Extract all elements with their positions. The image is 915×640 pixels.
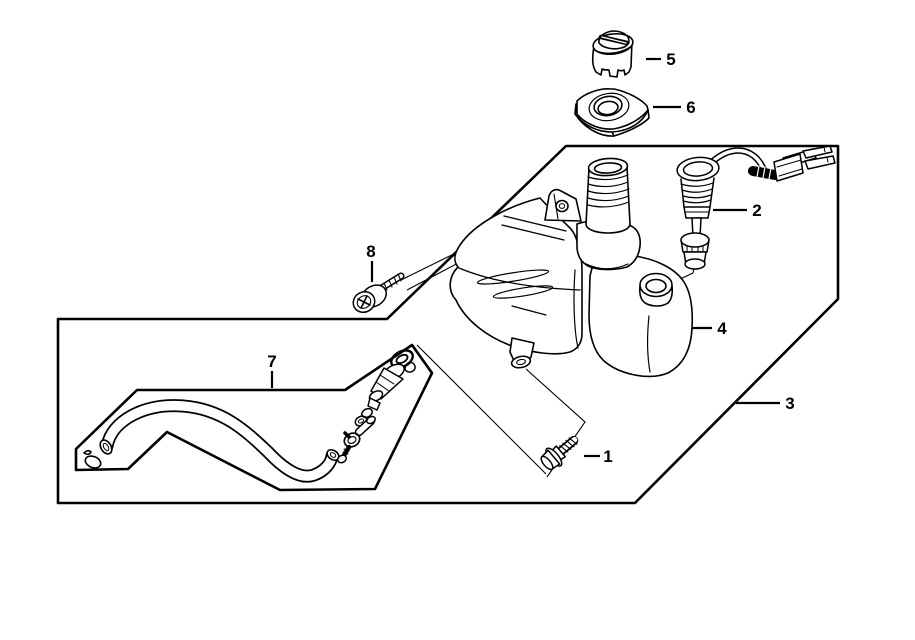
connector-body-lines	[776, 159, 803, 177]
hose-end-left	[99, 439, 113, 455]
callout-8: 8	[366, 242, 375, 261]
hose-end-left-hole	[102, 442, 110, 452]
oil-level-sensor-part	[676, 145, 836, 270]
float-top	[680, 232, 710, 248]
hose-kit-boundary	[74, 343, 434, 492]
tank-right-lobe	[588, 253, 694, 378]
sensor-ribs	[680, 182, 714, 204]
callout-2: 2	[752, 201, 761, 220]
spout-opening	[516, 358, 526, 366]
sensor-cable-inner	[709, 148, 766, 172]
joint-bolt-group	[540, 435, 579, 471]
hose-core	[102, 400, 337, 481]
gasket-boss	[588, 92, 630, 122]
screw-head-inner	[356, 295, 372, 309]
tank-slot-1	[476, 269, 550, 285]
bolt-threads	[559, 437, 578, 453]
mini-screw-head	[336, 454, 348, 464]
o-ring-hole	[395, 353, 409, 365]
cap-shoulder-line	[593, 45, 633, 54]
tab-hole-inner	[558, 203, 566, 209]
hose-clamp-left	[83, 449, 102, 469]
strainer-bands	[375, 374, 395, 392]
oil-tank-part	[449, 157, 694, 378]
cap-slot-inner	[601, 36, 627, 44]
cap-knob	[598, 30, 630, 50]
outer-boundary	[56, 144, 840, 505]
clamp-small-screw	[343, 431, 351, 439]
gasket-edge-line	[575, 105, 650, 118]
tank-right-rib	[647, 315, 651, 373]
clamp-left-screw	[83, 449, 92, 456]
tank-seam-line	[573, 269, 579, 349]
mini-screw-threads	[342, 448, 350, 455]
tank-slot-2	[492, 285, 554, 299]
boot-bottom-arc	[583, 262, 629, 270]
connector-body	[773, 153, 804, 182]
strainer-tip	[367, 397, 381, 411]
callout-1: 1	[603, 447, 612, 466]
tank-ledge-line	[458, 267, 581, 291]
leader-hosekit-to-bolt	[416, 344, 547, 475]
mounting-screw-part	[352, 272, 405, 314]
callout-numbers: 1 2 3 4 5 6 7 8	[267, 50, 794, 466]
tank-top-ribs	[501, 215, 567, 241]
callout-leader-lines	[270, 57, 780, 458]
strainer-fittings	[336, 349, 416, 464]
gasket-hole	[597, 100, 619, 116]
gasket-part	[574, 88, 650, 137]
callout-4: 4	[717, 319, 727, 338]
filler-cap-part	[591, 30, 634, 78]
tank-front-body	[449, 197, 583, 355]
screw-cross-slot	[357, 295, 371, 309]
sensor-boss-hole	[645, 278, 667, 294]
neck-opening	[593, 162, 623, 174]
callout-7: 7	[267, 352, 276, 371]
washer-ring-2-hole	[357, 418, 365, 424]
clamp-small-ring	[343, 432, 361, 448]
cable-wrap-ticks	[756, 165, 772, 180]
callout-3: 3	[785, 394, 794, 413]
bolt-head-bottom	[540, 455, 554, 471]
sensor-cap-inner	[682, 161, 714, 177]
float-hatch	[686, 245, 704, 253]
gasket-hole-rim	[593, 95, 623, 117]
retainer-clip	[404, 361, 416, 373]
joint-bolt-part	[540, 435, 579, 471]
tab-hole	[555, 199, 569, 213]
callout-6: 6	[686, 98, 695, 117]
callouts: 1 2 3 4 5 6 7 8	[267, 50, 794, 466]
blade-notches	[823, 146, 829, 163]
boundaries	[56, 144, 840, 505]
tank-face-rib	[511, 305, 547, 316]
oil-hose-kit-part	[83, 349, 416, 483]
callout-5: 5	[666, 50, 675, 69]
spout-end	[510, 355, 532, 369]
tank-mount-tab	[544, 188, 582, 222]
neck-threads	[587, 174, 630, 208]
hose-end-right-hole	[329, 452, 337, 458]
float-bottom	[684, 258, 706, 270]
clamp-left-ring	[84, 455, 102, 469]
joint-tube-end	[366, 415, 376, 425]
